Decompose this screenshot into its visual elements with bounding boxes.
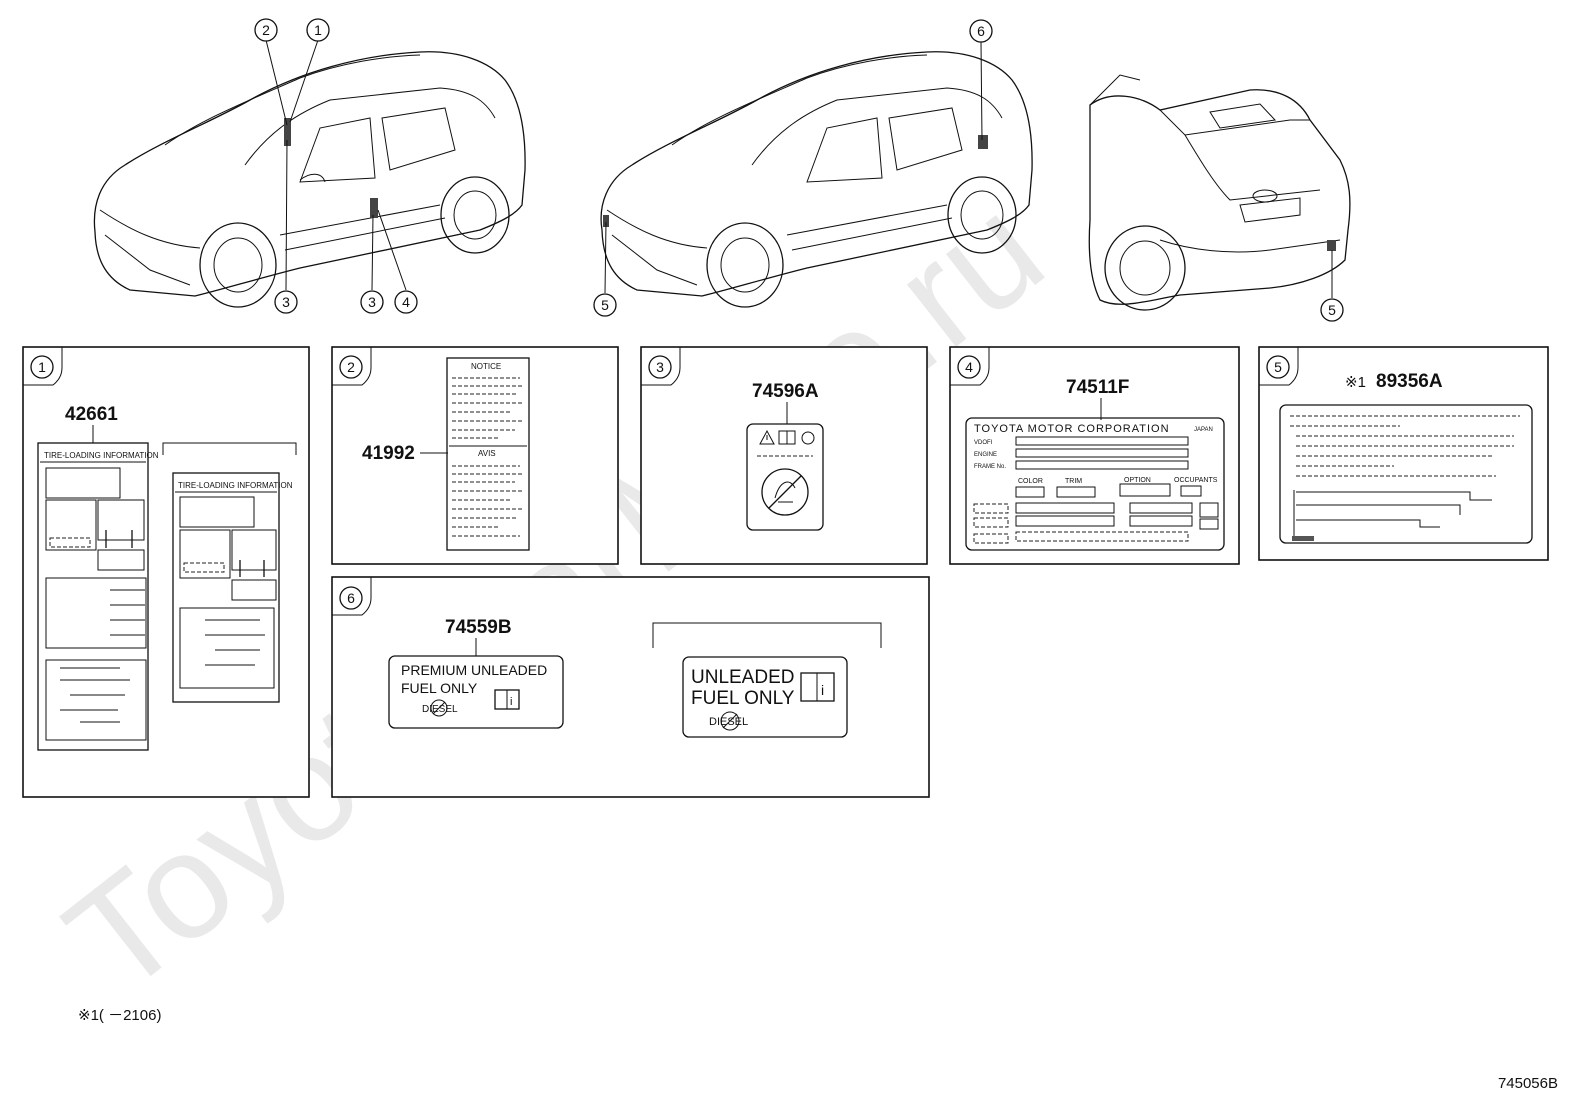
- svg-text:TOYOTA MOTOR CORPORATION: TOYOTA MOTOR CORPORATION: [974, 423, 1170, 435]
- panel-4: 4 74511F TOYOTA MOTOR CORPORATION JAPAN …: [949, 346, 1240, 565]
- svg-text:DIESEL: DIESEL: [422, 704, 458, 715]
- svg-text:5: 5: [1274, 359, 1282, 375]
- part-number-74559B: 74559B: [445, 617, 512, 638]
- footnote: ※1( －2106): [78, 1007, 162, 1024]
- airbag-warning-label: [746, 423, 824, 531]
- svg-text:i: i: [510, 696, 512, 708]
- car-callouts: 2 1 3 3 4 6 5 5: [254, 18, 1344, 322]
- info-icon: i: [800, 672, 835, 702]
- svg-text:2: 2: [262, 22, 270, 38]
- svg-text:4: 4: [402, 294, 410, 310]
- callout-5-rear-location: [1327, 240, 1336, 251]
- tire-loading-label-b: [172, 472, 280, 703]
- svg-text:3: 3: [368, 294, 376, 310]
- callout-6-location: [978, 135, 988, 149]
- panel-2: 2 41992 NOTICE AVIS: [331, 346, 619, 565]
- part-number-prefix: ※1: [1345, 374, 1366, 391]
- car-fuel-door-view: [600, 51, 1033, 308]
- svg-text:AVIS: AVIS: [478, 449, 496, 458]
- svg-text:FUEL ONLY: FUEL ONLY: [691, 688, 795, 709]
- svg-text:FUEL ONLY: FUEL ONLY: [401, 680, 478, 696]
- svg-text:NOTICE: NOTICE: [471, 362, 501, 371]
- tire-loading-label-a: [37, 442, 149, 751]
- panel-5: 5 ※1 89356A: [1258, 346, 1549, 561]
- svg-text:FRAME No.: FRAME No.: [974, 464, 1006, 470]
- svg-text:6: 6: [347, 590, 355, 606]
- notice-label: [446, 357, 530, 551]
- svg-text:TIRE-LOADING INFORMATION: TIRE-LOADING INFORMATION: [44, 451, 159, 460]
- svg-text:2: 2: [347, 359, 355, 375]
- panel-3: 3 74596A: [640, 346, 928, 565]
- svg-text:UNLEADED: UNLEADED: [691, 667, 794, 688]
- svg-text:i: i: [821, 682, 824, 698]
- part-number-89356A: 89356A: [1376, 371, 1443, 392]
- svg-text:3: 3: [656, 359, 664, 375]
- part-number-74596A: 74596A: [752, 381, 819, 402]
- premium-unleaded-label: [388, 655, 564, 729]
- svg-text:1: 1: [38, 359, 46, 375]
- info-icon: i: [494, 689, 520, 710]
- emission-label: [1279, 404, 1533, 544]
- svg-text:OPTION: OPTION: [1124, 477, 1151, 484]
- vehicle-id-plate: [965, 417, 1225, 551]
- svg-text:TIRE-LOADING INFORMATION: TIRE-LOADING INFORMATION: [178, 481, 293, 490]
- unleaded-label: [682, 656, 848, 738]
- diagram-code: 745056B: [1497, 1075, 1558, 1092]
- svg-text:JAPAN: JAPAN: [1194, 427, 1213, 433]
- svg-text:3: 3: [282, 294, 290, 310]
- svg-text:OCCUPANTS: OCCUPANTS: [1174, 477, 1218, 484]
- svg-text:VDOFI: VDOFI: [974, 440, 993, 446]
- svg-text:ENGINE: ENGINE: [974, 452, 997, 458]
- warning-icon: [759, 429, 775, 445]
- callout-5-front-location: [603, 215, 609, 227]
- car-rear-view: [1088, 74, 1351, 311]
- svg-text:5: 5: [1328, 302, 1336, 318]
- svg-text:PREMIUM UNLEADED: PREMIUM UNLEADED: [401, 662, 547, 678]
- panel-6: 6 74559B PREMIUM UNLEADED FUEL ONLY DIES…: [331, 576, 930, 798]
- svg-text:COLOR: COLOR: [1018, 478, 1043, 485]
- svg-text:6: 6: [977, 23, 985, 39]
- callout-1-location: [284, 118, 291, 146]
- part-number-42661: 42661: [65, 404, 118, 425]
- svg-text:5: 5: [601, 297, 609, 313]
- no-child-seat-icon: [761, 468, 809, 516]
- part-number-41992: 41992: [362, 443, 415, 464]
- svg-text:1: 1: [314, 22, 322, 38]
- panel-1: 1 42661 TIRE-LOADING INFORMATION TIRE-LO…: [22, 346, 310, 798]
- manual-book-icon: [778, 430, 796, 445]
- svg-text:TRIM: TRIM: [1065, 478, 1082, 485]
- part-number-74511F: 74511F: [1066, 377, 1129, 398]
- callout-3-location: [370, 198, 378, 218]
- car-front-left-view: [93, 51, 526, 308]
- svg-text:4: 4: [965, 359, 973, 375]
